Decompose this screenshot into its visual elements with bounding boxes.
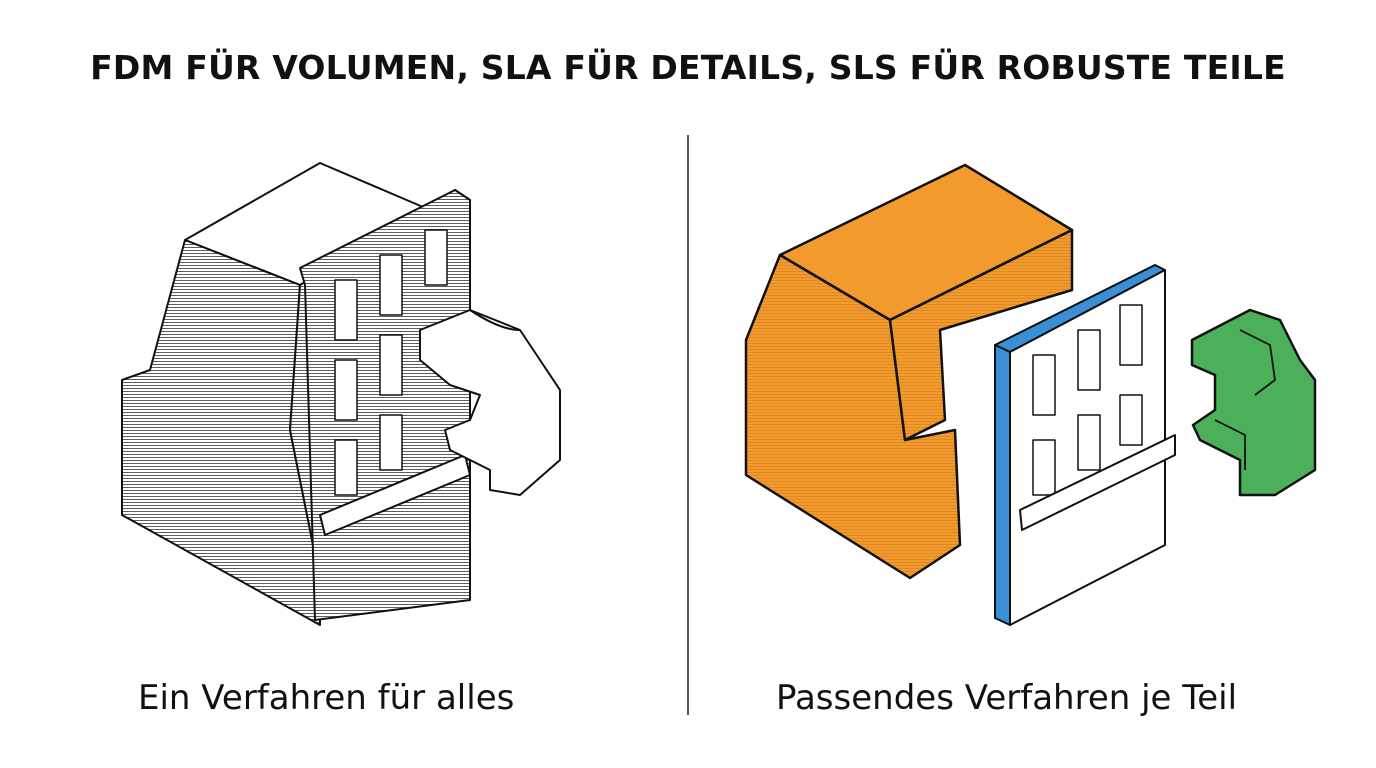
sls-clip-part — [1190, 308, 1317, 497]
page-title: FDM FÜR VOLUMEN, SLA FÜR DETAILS, SLS FÜ… — [90, 48, 1286, 87]
right-caption: Passendes Verfahren je Teil — [776, 678, 1238, 718]
sla-facade-part — [994, 264, 1176, 626]
panel-divider — [687, 135, 689, 715]
single-process-building — [121, 162, 561, 626]
clip-part-outline — [419, 309, 561, 496]
fdm-volume-part — [744, 163, 1074, 580]
left-caption: Ein Verfahren für alles — [138, 678, 515, 718]
